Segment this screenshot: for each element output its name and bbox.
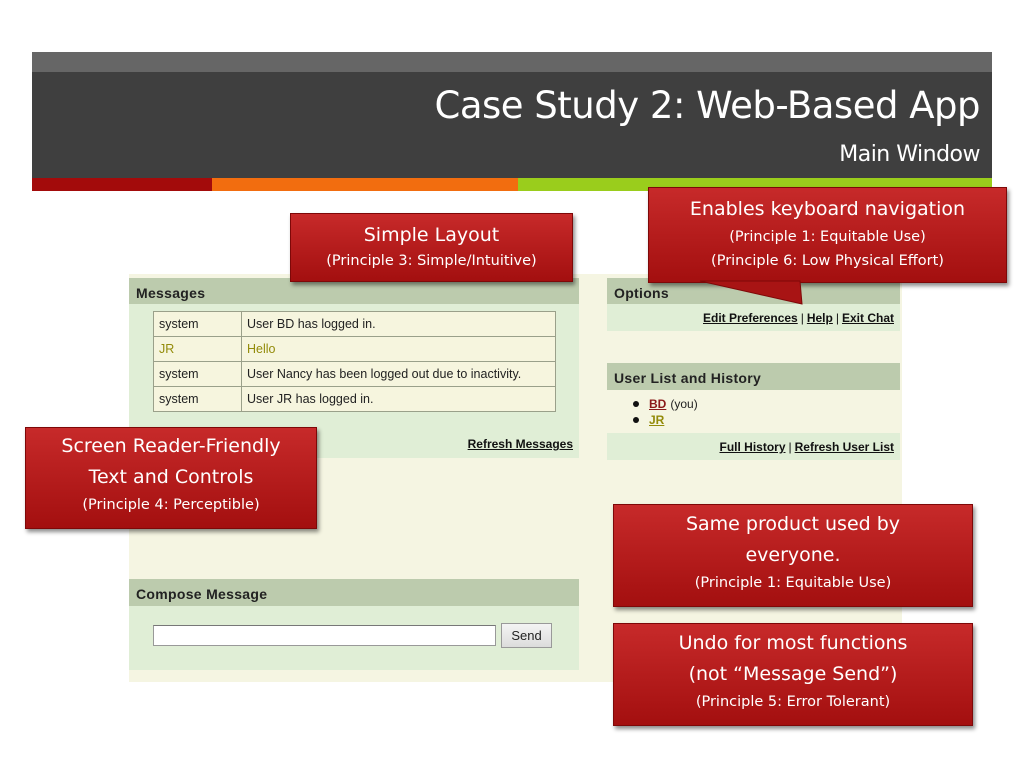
bullet-icon	[633, 401, 639, 407]
callout-screen-reader: Screen Reader-Friendly Text and Controls…	[25, 427, 317, 529]
message-user: system	[153, 386, 242, 412]
callout-title: Text and Controls	[88, 466, 254, 488]
user-link-jr[interactable]: JR	[649, 413, 665, 427]
options-links: Edit Preferences|Help|Exit Chat	[703, 310, 894, 325]
list-item: JR	[633, 412, 698, 428]
callout-same-product: Same product used by everyone. (Principl…	[613, 504, 973, 607]
message-text: User BD has logged in.	[241, 311, 556, 337]
list-item: BD (you)	[633, 396, 698, 412]
user-link-bd[interactable]: BD	[649, 397, 667, 411]
callout-title: Screen Reader-Friendly	[61, 435, 281, 457]
send-button[interactable]: Send	[501, 623, 552, 648]
accent-bar-orange	[212, 178, 518, 191]
user-note: (you)	[670, 397, 698, 411]
help-link[interactable]: Help	[806, 311, 833, 325]
callout-title: everyone.	[745, 544, 841, 566]
message-user: system	[153, 311, 242, 337]
callout-principle: (Principle 1: Equitable Use)	[694, 575, 892, 591]
user-list-header: User List and History	[607, 363, 900, 390]
slide-subtitle: Main Window	[839, 142, 980, 167]
callout-undo: Undo for most functions (not “Message Se…	[613, 623, 973, 726]
callout-principle: (Principle 1: Equitable Use)	[729, 229, 926, 245]
message-text: User Nancy has been logged out due to in…	[241, 361, 556, 387]
bullet-icon	[633, 417, 639, 423]
callout-keyboard-navigation: Enables keyboard navigation (Principle 1…	[648, 187, 1007, 283]
callout-principle: (Principle 5: Error Tolerant)	[695, 694, 891, 710]
callout-title: Enables keyboard navigation	[689, 198, 966, 220]
slide-header: Case Study 2: Web-Based App Main Window	[32, 72, 992, 178]
messages-panel: system User BD has logged in. JR Hello s…	[129, 304, 579, 431]
callout-simple-layout: Simple Layout (Principle 3: Simple/Intui…	[290, 213, 573, 282]
callout-title: (not “Message Send”)	[688, 663, 898, 685]
callout-principle: (Principle 6: Low Physical Effort)	[711, 253, 944, 269]
table-row: system User BD has logged in.	[153, 311, 556, 337]
callout-title: Undo for most functions	[678, 632, 908, 654]
user-list-links: Full History|Refresh User List	[719, 439, 894, 454]
refresh-user-list-link[interactable]: Refresh User List	[794, 440, 894, 454]
callout-pointer-arrow	[699, 280, 803, 305]
messages-table: system User BD has logged in. JR Hello s…	[153, 311, 556, 412]
table-row: system User Nancy has been logged out du…	[153, 361, 556, 387]
link-separator: |	[800, 311, 804, 325]
message-user: JR	[153, 336, 242, 362]
exit-chat-link[interactable]: Exit Chat	[841, 311, 894, 325]
compose-message-input[interactable]	[153, 625, 496, 646]
message-text: Hello	[241, 336, 556, 362]
accent-bar-red	[32, 178, 212, 191]
full-history-link[interactable]: Full History	[719, 440, 786, 454]
slide-title: Case Study 2: Web-Based App	[434, 84, 981, 127]
messages-header: Messages	[129, 278, 579, 304]
callout-principle: (Principle 4: Perceptible)	[82, 497, 260, 513]
header-top-strip	[32, 52, 992, 72]
callout-title: Simple Layout	[363, 224, 500, 246]
message-text: User JR has logged in.	[241, 386, 556, 412]
options-panel: Edit Preferences|Help|Exit Chat	[607, 304, 900, 331]
user-list-footer: Full History|Refresh User List	[607, 433, 900, 460]
message-user: system	[153, 361, 242, 387]
user-list: BD (you) JR	[633, 396, 698, 428]
callout-title: Same product used by	[685, 513, 901, 535]
refresh-messages-link[interactable]: Refresh Messages	[467, 437, 573, 451]
edit-preferences-link[interactable]: Edit Preferences	[703, 311, 798, 325]
table-row: JR Hello	[153, 336, 556, 362]
link-separator: |	[788, 440, 792, 454]
link-separator: |	[835, 311, 839, 325]
compose-header: Compose Message	[129, 579, 579, 606]
table-row: system User JR has logged in.	[153, 386, 556, 412]
callout-principle: (Principle 3: Simple/Intuitive)	[326, 253, 537, 269]
